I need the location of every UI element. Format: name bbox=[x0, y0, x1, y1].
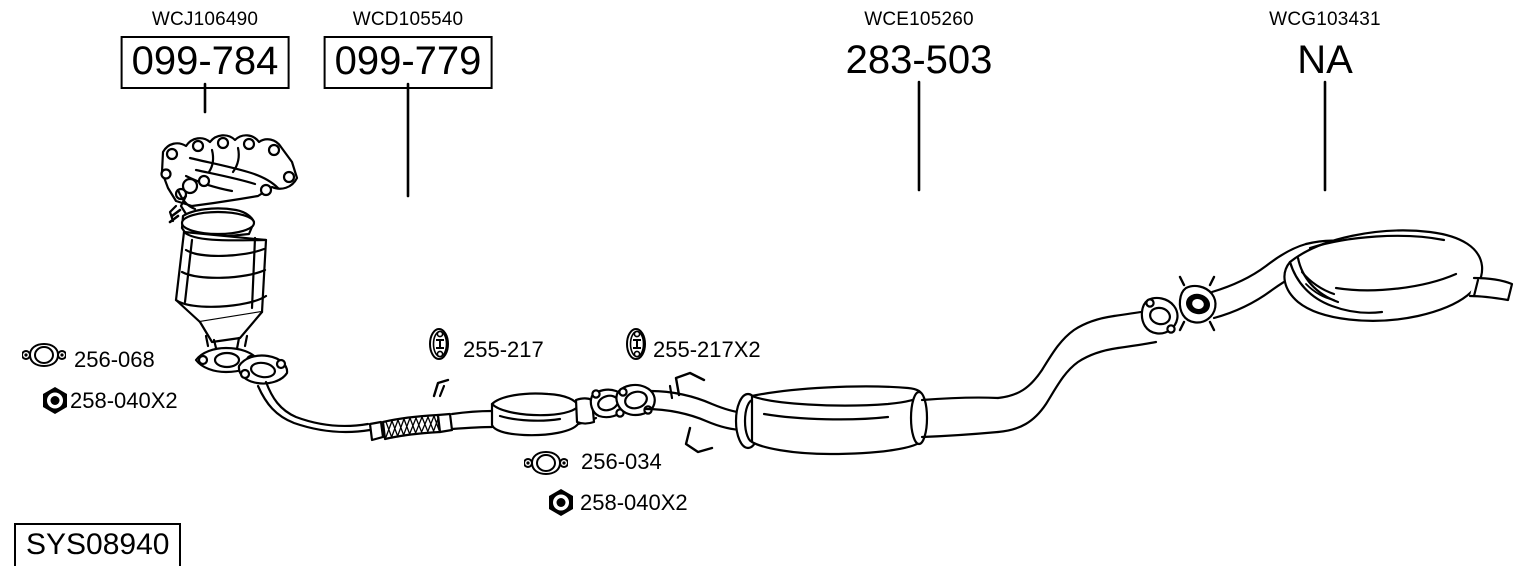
oe-code-front-pipe: WCD105540 bbox=[352, 9, 464, 30]
fitting-label-mounting-255-217X2: 255-217X2 bbox=[653, 337, 761, 362]
centre-silencer-artwork bbox=[615, 371, 1000, 456]
oval-gasket-icon-gasket-256-034 bbox=[523, 448, 569, 483]
rubber-mount-icon bbox=[626, 328, 646, 360]
fitting-label-mounting-255-217: 255-217 bbox=[463, 337, 544, 362]
oe-code-manifold-catalytic-converter: WCJ106490 bbox=[151, 9, 259, 30]
fitting-label-nut-258-040X2-front: 258-040X2 bbox=[70, 388, 178, 413]
fitting-label-nut-258-040X2-centre: 258-040X2 bbox=[580, 490, 688, 515]
leader-lines bbox=[203, 80, 1327, 198]
oval-gasket-icon bbox=[523, 450, 569, 476]
fitting-label-gasket-256-034: 256-034 bbox=[581, 449, 662, 474]
part-number-rear-silencer: NA bbox=[1297, 38, 1353, 82]
hex-nut-icon bbox=[43, 387, 67, 414]
part-number-front-pipe: 099-779 bbox=[323, 36, 493, 89]
manifold-artwork bbox=[160, 134, 299, 374]
rear-silencer-artwork bbox=[1178, 229, 1514, 332]
front-pipe-artwork bbox=[237, 354, 628, 442]
rubber-mount-icon bbox=[429, 328, 449, 360]
oe-code-rear-silencer: WCG103431 bbox=[1269, 9, 1381, 30]
part-number-centre-silencer: 283-503 bbox=[845, 38, 993, 82]
system-code-box: SYS08940 bbox=[14, 523, 182, 566]
oe-code-centre-silencer: WCE105260 bbox=[864, 9, 974, 30]
hex-nut-icon bbox=[549, 489, 573, 516]
fitting-label-gasket-256-068: 256-068 bbox=[74, 347, 155, 372]
part-number-manifold-catalytic-converter: 099-784 bbox=[120, 36, 290, 89]
hex-nut-icon-nut-258-040X2-front bbox=[33, 385, 77, 420]
intermediate-pipe-artwork bbox=[996, 296, 1179, 434]
hex-nut-icon-nut-258-040X2-centre bbox=[539, 487, 583, 522]
oval-gasket-icon-gasket-256-068 bbox=[21, 340, 67, 375]
oval-gasket-icon bbox=[21, 342, 67, 368]
rubber-mount-icon-mounting-255-217X2 bbox=[625, 328, 647, 365]
rubber-mount-icon-mounting-255-217 bbox=[428, 328, 450, 365]
